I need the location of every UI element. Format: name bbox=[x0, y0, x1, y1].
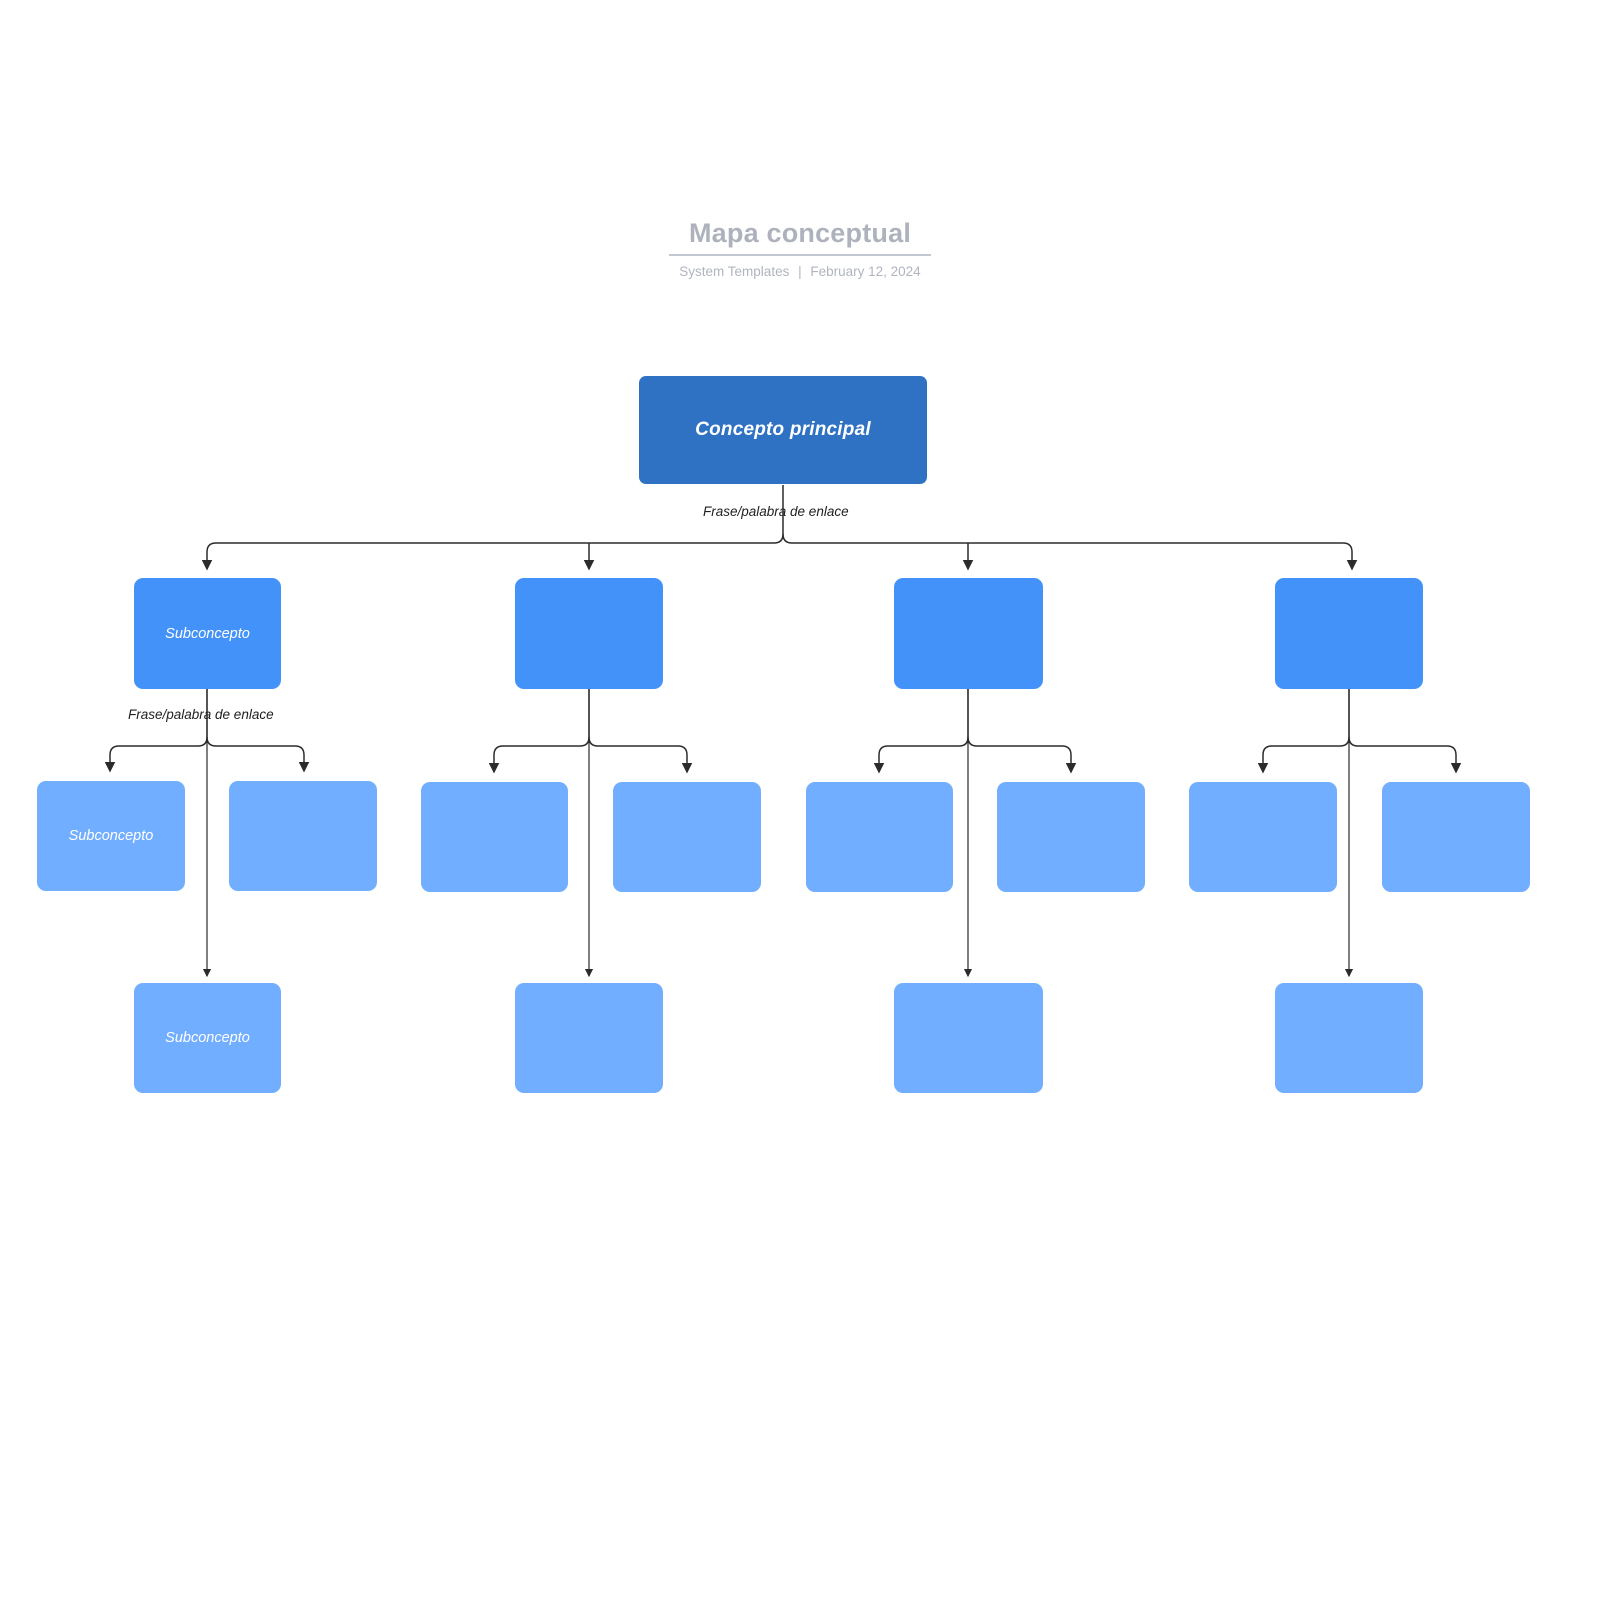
node-lvl4-2[interactable] bbox=[515, 983, 663, 1093]
link-label-level2: Frase/palabra de enlace bbox=[128, 707, 274, 722]
document-header: Mapa conceptual System Templates | Febru… bbox=[0, 216, 1600, 280]
link-c1-to-lvl3-left bbox=[104, 736, 208, 773]
node-lvl4-3[interactable] bbox=[894, 983, 1043, 1093]
node-lvl3-4[interactable] bbox=[613, 782, 761, 892]
link-label-root: Frase/palabra de enlace bbox=[703, 504, 849, 519]
subtitle-separator: | bbox=[798, 264, 802, 279]
link-c3-to-lvl3-left bbox=[873, 736, 969, 774]
node-label: Concepto principal bbox=[695, 419, 871, 440]
page-title: Mapa conceptual bbox=[688, 218, 912, 248]
node-lvl4-1[interactable]: Subconcepto bbox=[134, 983, 281, 1093]
title-divider bbox=[669, 254, 931, 256]
node-lvl3-2[interactable] bbox=[229, 781, 377, 891]
link-c2-to-lvl3-left bbox=[488, 736, 590, 774]
node-lvl3-5[interactable] bbox=[806, 782, 953, 892]
node-lvl2-4[interactable] bbox=[1275, 578, 1423, 689]
node-lvl2-3[interactable] bbox=[894, 578, 1043, 689]
node-label: Subconcepto bbox=[68, 828, 154, 844]
node-concepto-principal[interactable]: Concepto principal bbox=[639, 376, 927, 484]
node-lvl3-7[interactable] bbox=[1189, 782, 1337, 892]
document-subtitle: System Templates | February 12, 2024 bbox=[0, 264, 1600, 280]
subtitle-org: System Templates bbox=[679, 264, 790, 279]
node-lvl2-1[interactable]: Subconcepto bbox=[134, 578, 281, 689]
link-root-to-child-4 bbox=[782, 533, 1358, 571]
node-lvl3-6[interactable] bbox=[997, 782, 1145, 892]
node-label: Subconcepto bbox=[165, 625, 250, 642]
link-c3-to-lvl3-right bbox=[967, 736, 1077, 774]
node-lvl4-4[interactable] bbox=[1275, 983, 1423, 1093]
node-lvl3-8[interactable] bbox=[1382, 782, 1530, 892]
link-c1-to-lvl3-right bbox=[206, 736, 310, 773]
link-c2-to-lvl3-right bbox=[588, 736, 693, 774]
node-lvl3-3[interactable] bbox=[421, 782, 568, 892]
node-lvl2-2[interactable] bbox=[515, 578, 663, 689]
link-root-to-child-1 bbox=[201, 533, 784, 571]
node-label: Subconcepto bbox=[165, 1030, 250, 1046]
subtitle-date: February 12, 2024 bbox=[810, 264, 921, 279]
link-c4-to-lvl3-right bbox=[1348, 736, 1462, 774]
link-c4-to-lvl3-left bbox=[1257, 736, 1350, 774]
node-lvl3-1[interactable]: Subconcepto bbox=[37, 781, 185, 891]
